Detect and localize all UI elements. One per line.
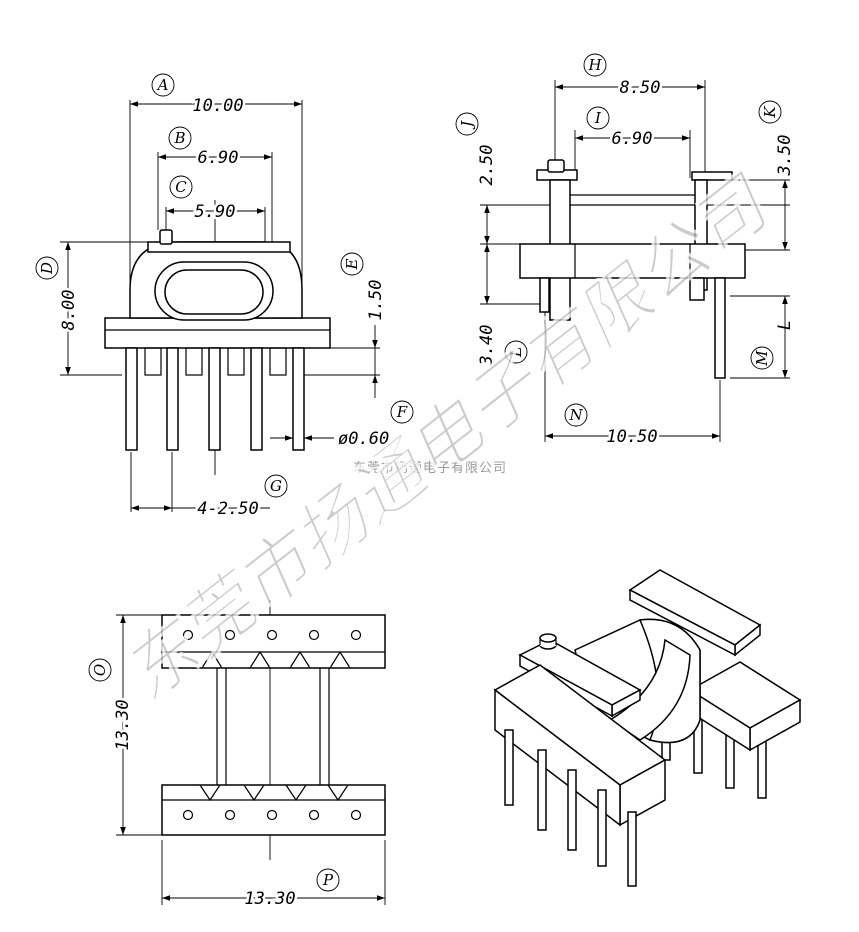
side-view: H I J K L M N 8.50 6.90 2.50 3.40 [455,53,795,450]
dim-H: 8.50 [620,78,661,98]
svg-text:B: B [173,129,185,147]
svg-text:P: P [322,871,334,889]
svg-text:F: F [396,403,408,421]
dim-D: 8.00 [59,290,79,331]
label-B: B [168,126,192,150]
dim-L: 3.40 [477,325,497,367]
label-E: E [340,252,364,276]
label-D: D [35,256,59,280]
label-H: H [583,53,607,77]
dim-P: 13.30 [244,889,295,909]
label-I: I [586,106,610,130]
svg-text:J: J [458,120,476,130]
svg-text:D: D [38,262,56,275]
dim-E: 1.50 [366,280,386,321]
dim-F: ø0.60 [338,429,389,449]
label-L: L [504,340,528,364]
label-C: C [169,175,193,199]
label-M: M [750,346,774,370]
dim-M: L [775,320,795,330]
svg-text:M: M [753,350,771,367]
label-A: A [151,73,175,97]
svg-text:O: O [91,664,109,676]
svg-text:L: L [507,347,525,358]
watermark-small: 东莞市扬通电子有限公司 [353,460,507,476]
svg-text:H: H [587,56,602,74]
dim-N: 10.50 [606,427,657,447]
label-F: F [390,400,414,424]
bottom-view: O P 13.30 13.30 [88,600,386,912]
svg-text:G: G [270,477,282,495]
svg-text:E: E [343,258,361,270]
isometric-view [493,569,802,887]
dim-J: 2.50 [477,145,497,186]
svg-text:I: I [594,109,602,127]
dim-G: 4-2.50 [197,499,258,519]
dim-O: 13.30 [113,699,133,750]
dim-I: 6.90 [612,129,653,149]
label-K: K [758,100,782,124]
svg-text:A: A [156,76,169,94]
dim-A: 10.00 [192,96,243,116]
svg-text:C: C [175,178,187,196]
label-P: P [316,868,340,892]
label-N: N [564,403,588,427]
label-J: J [455,112,479,136]
dim-C: 5.90 [195,202,236,222]
dim-K: 3.50 [775,135,795,177]
label-O: O [88,658,112,682]
front-view: A B C D E F G 10.00 6.90 5.90 8.00 [35,73,414,522]
label-G: G [264,474,288,498]
svg-text:K: K [761,106,779,119]
svg-text:N: N [568,406,583,424]
dim-B: 6.90 [198,148,239,168]
